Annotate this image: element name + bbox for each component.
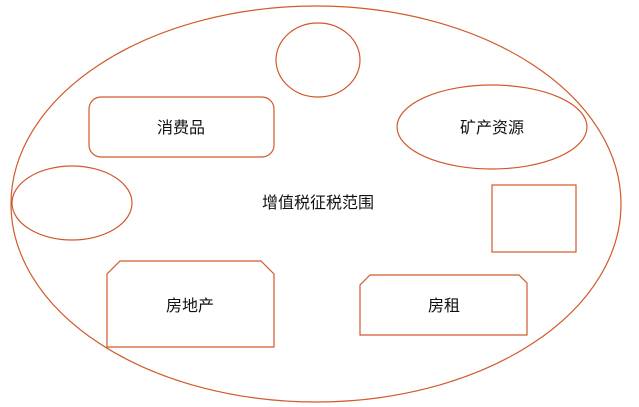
right-small-square [491,184,577,253]
left-small-ellipse [11,165,133,241]
outer-scope-ellipse [10,5,622,403]
mineral-resources-ellipse [396,84,588,170]
rent-box [359,274,528,336]
rent-label: 房租 [428,296,460,315]
real-estate-label: 房地产 [166,296,214,315]
consumer-goods-label: 消费品 [157,118,205,137]
consumer-goods-box [88,96,275,158]
mineral-resources-label: 矿产资源 [460,118,524,137]
real-estate-box [106,260,275,348]
center-scope-label: 增值税征税范围 [262,193,374,212]
top-small-circle [275,22,361,98]
